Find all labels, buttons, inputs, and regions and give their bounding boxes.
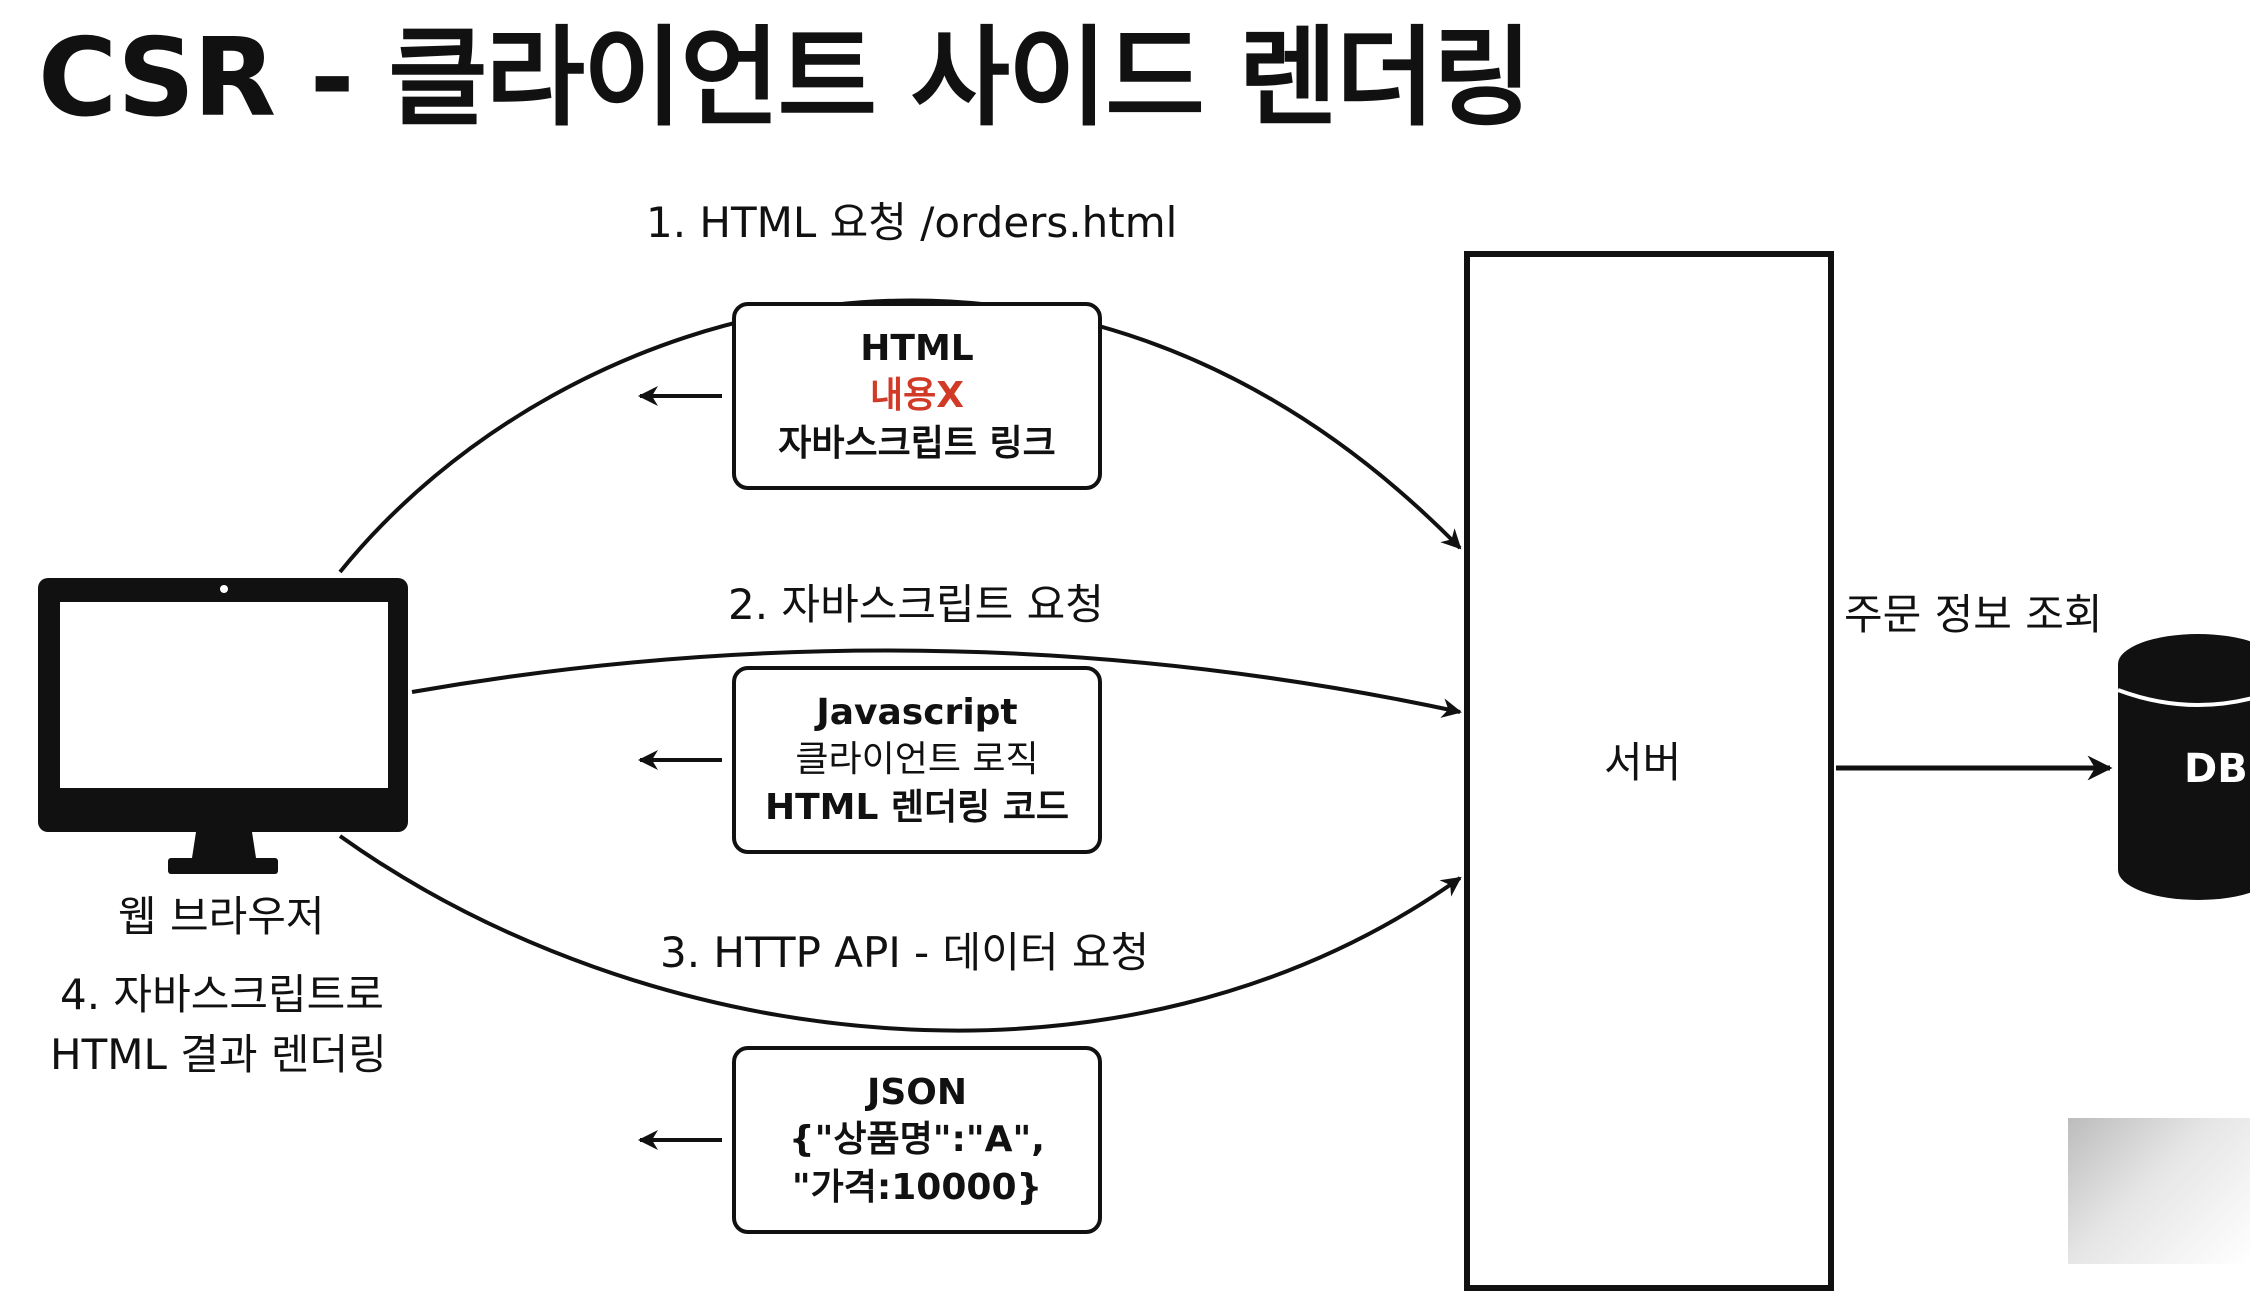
html-response-title: HTML	[860, 327, 974, 369]
html-response-no-content: 내용X	[870, 375, 964, 417]
page-title: CSR - 클라이언트 사이드 렌더링	[38, 16, 1532, 141]
html-request-label: 1. HTML 요청 /orders.html	[646, 198, 1178, 247]
html-response-js-link: 자바스크립트 링크	[778, 422, 1056, 464]
javascript-response-client-logic: 클라이언트 로직	[795, 739, 1039, 781]
json-response-price: "가격:10000}	[791, 1166, 1043, 1208]
javascript-response-title: Javascript	[816, 691, 1018, 733]
server-box	[1464, 251, 1834, 1291]
javascript-request-label: 2. 자바스크립트 요청	[728, 580, 1104, 629]
render-note-line1: 4. 자바스크립트로	[60, 970, 384, 1019]
javascript-request-arrow	[411, 648, 1462, 718]
html-response-box: HTML 내용X 자바스크립트 링크	[732, 302, 1102, 490]
javascript-response-box: Javascript 클라이언트 로직 HTML 렌더링 코드	[732, 666, 1102, 854]
server-label: 서버	[1604, 738, 1682, 787]
api-request-arrow	[338, 834, 1462, 1033]
api-request-label: 3. HTTP API - 데이터 요청	[660, 928, 1150, 977]
video-overlay-thumbnail	[2068, 1118, 2250, 1264]
json-response-box: JSON {"상품명":"A", "가격:10000}	[732, 1046, 1102, 1234]
web-browser-icon	[38, 578, 408, 874]
json-response-title: JSON	[866, 1071, 968, 1113]
render-note-line2: HTML 결과 렌더링	[50, 1030, 387, 1079]
db-label: DB	[2184, 746, 2248, 792]
json-response-product: {"상품명":"A",	[789, 1119, 1045, 1161]
db-query-label: 주문 정보 조회	[1844, 590, 2103, 639]
web-browser-label: 웹 브라우저	[118, 892, 325, 941]
database-icon	[2117, 634, 2250, 900]
javascript-response-render-code: HTML 렌더링 코드	[764, 786, 1070, 828]
diagram-canvas: DB	[38, 298, 2250, 1225]
